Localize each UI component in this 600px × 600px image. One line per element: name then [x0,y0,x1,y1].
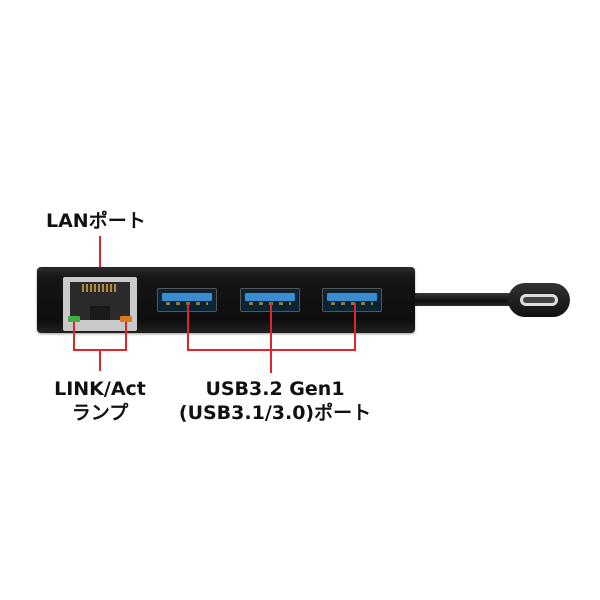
usb-port-label: USB3.2 Gen1 (USB3.1/3.0)ポート [170,377,380,425]
usb-callout-bar [187,349,356,351]
usb-tongue [162,293,212,301]
usb-c-plug [508,283,570,317]
usb-cable [415,293,515,306]
usb-c-tongue [523,297,555,303]
link-act-label: LINK/Act ランプ [40,377,160,425]
link-led-green [68,316,80,322]
usb-port-3 [322,288,382,312]
act-led-orange [120,316,132,322]
lan-port [63,277,137,331]
usb-pins [331,302,373,305]
lan-latch [90,306,110,320]
lan-pins [82,284,118,292]
link-act-label-line1: LINK/Act [54,378,146,400]
usb-port-label-line1: USB3.2 Gen1 [205,378,345,400]
lan-port-opening [70,282,130,320]
led-callout-left [73,322,75,351]
usb-port-label-line2: (USB3.1/3.0)ポート [178,402,372,424]
usb-c-connector [520,294,558,306]
led-callout-right [125,322,127,351]
lan-port-label: LANポート [46,210,146,232]
usb-tongue [327,293,377,301]
link-act-label-line2: ランプ [71,402,129,424]
usb-tongue [245,293,295,301]
usb-callout-left [187,303,189,351]
lan-callout-line [99,236,101,284]
usb-callout-mid [270,303,272,373]
led-callout-stem [99,349,101,371]
usb-callout-right [354,303,356,351]
